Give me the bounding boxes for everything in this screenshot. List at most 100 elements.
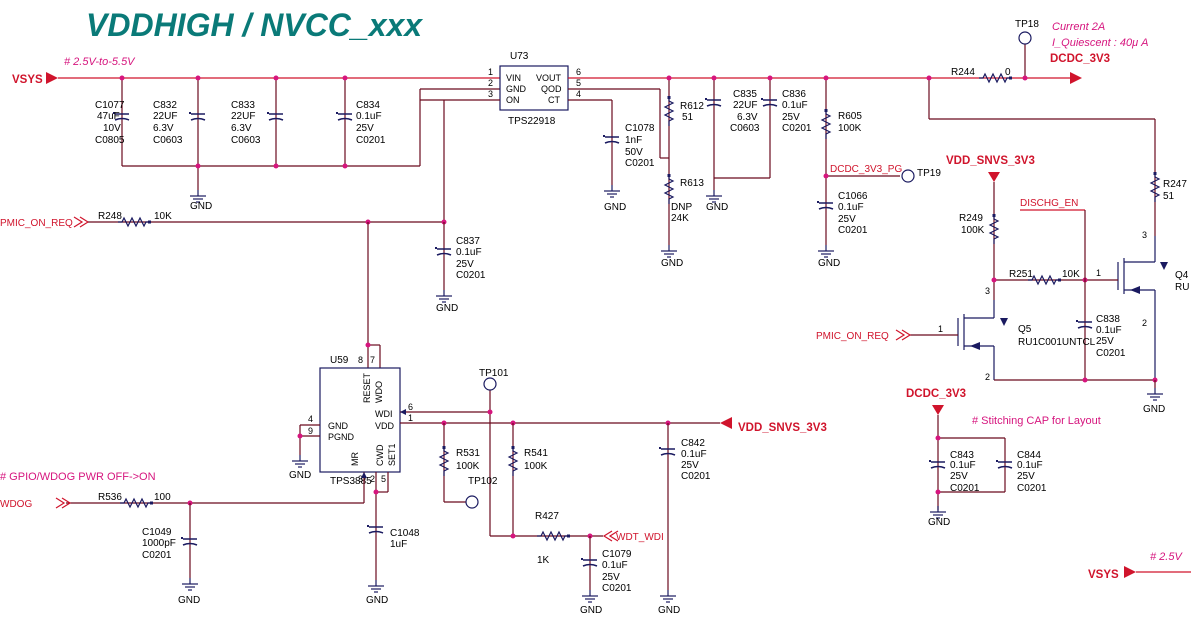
svg-text:25V: 25V (602, 572, 620, 583)
svg-text:25V: 25V (681, 460, 699, 471)
svg-text:2: 2 (370, 474, 375, 484)
svg-text:1: 1 (408, 413, 413, 423)
svg-text:1nF: 1nF (625, 135, 642, 146)
current-comment: Current 2A (1052, 21, 1105, 33)
svg-text:TP18: TP18 (1015, 19, 1039, 30)
svg-text:0.1uF: 0.1uF (456, 247, 482, 258)
gnd-label: GND (190, 201, 212, 212)
cap-c834: C834 0.1uF 25V C0201 (356, 100, 386, 146)
svg-text:0.1uF: 0.1uF (681, 449, 707, 460)
quiescent-comment: I_Quiescent : 40μ A (1052, 37, 1149, 49)
svg-text:4: 4 (576, 89, 581, 99)
svg-text:C0201: C0201 (625, 158, 655, 169)
svg-text:R249: R249 (959, 213, 983, 224)
svg-text:10V: 10V (103, 123, 121, 134)
testpoint-tp101[interactable] (483, 377, 497, 391)
svg-text:50V: 50V (625, 147, 643, 158)
stitching-comment: # Stitching CAP for Layout (972, 415, 1101, 427)
svg-text:0.1uF: 0.1uF (950, 460, 976, 471)
wdt-wdi-net-label: WDT_WDI (616, 532, 664, 543)
ic-u73: U73 TPS22918 VIN GND ON VOUT QOD CT 1 2 … (488, 51, 581, 127)
svg-text:C0201: C0201 (356, 135, 386, 146)
svg-text:0.1uF: 0.1uF (1096, 325, 1122, 336)
vsys-arrow-icon-b (1124, 566, 1136, 578)
svg-text:U59: U59 (330, 355, 349, 366)
svg-text:R244: R244 (951, 67, 975, 78)
svg-text:R247: R247 (1163, 179, 1187, 190)
resistor-r613: R613 DNP 24K (671, 178, 704, 224)
dcdc-arrow-icon-b (932, 405, 944, 415)
svg-text:GND: GND (818, 258, 840, 269)
svg-text:GND: GND (580, 605, 602, 616)
svg-text:6: 6 (408, 402, 413, 412)
svg-text:VIN: VIN (506, 73, 521, 83)
svg-text:C836: C836 (782, 89, 806, 100)
svg-text:C0201: C0201 (782, 123, 812, 134)
svg-text:3: 3 (985, 286, 990, 296)
svg-text:TP101: TP101 (479, 368, 509, 379)
resistor-r249: R249 100K (959, 213, 985, 236)
svg-text:RU1C001UNTCL: RU1C001UNTCL (1018, 337, 1096, 348)
svg-text:3: 3 (488, 89, 493, 99)
svg-text:GND: GND (604, 202, 626, 213)
cap-c1078: C1078 1nF 50V C0201 (625, 123, 655, 169)
svg-text:C832: C832 (153, 100, 177, 111)
svg-text:10K: 10K (1062, 269, 1080, 280)
svg-text:C1049: C1049 (142, 527, 172, 538)
svg-text:0.1uF: 0.1uF (602, 560, 628, 571)
svg-text:C0805: C0805 (95, 135, 125, 146)
svg-text:PGND: PGND (328, 432, 355, 442)
svg-text:GND: GND (328, 421, 349, 431)
svg-text:1: 1 (1096, 268, 1101, 278)
resistor-r531: R531 100K (456, 448, 480, 472)
svg-text:Q5: Q5 (1018, 324, 1032, 335)
svg-text:GND: GND (661, 258, 683, 269)
svg-text:25V: 25V (950, 471, 968, 482)
svg-text:24K: 24K (671, 213, 689, 224)
svg-text:GND: GND (506, 84, 527, 94)
resistor-r427: R427 1K (535, 511, 559, 566)
svg-text:3: 3 (358, 474, 363, 484)
svg-text:C0201: C0201 (838, 225, 868, 236)
svg-text:C0201: C0201 (1096, 348, 1126, 359)
svg-text:7: 7 (370, 355, 375, 365)
cap-c836: C836 0.1uF 25V C0201 (782, 89, 812, 134)
svg-text:C837: C837 (456, 236, 480, 247)
svg-text:TP102: TP102 (468, 476, 498, 487)
svg-text:C0603: C0603 (730, 123, 760, 134)
svg-text:WDO: WDO (374, 381, 384, 403)
resistor-r612: R612 51 (680, 101, 704, 123)
svg-text:51: 51 (1163, 191, 1175, 202)
svg-text:6.3V: 6.3V (153, 123, 174, 134)
svg-text:51: 51 (682, 112, 694, 123)
mosfet-q4: Q4 RU 3 2 1 (1096, 230, 1189, 380)
svg-text:GND: GND (928, 517, 950, 528)
svg-text:100K: 100K (838, 123, 862, 134)
dcdc-arrow-icon (1070, 72, 1082, 84)
svg-text:22UF: 22UF (231, 111, 255, 122)
svg-text:5: 5 (381, 474, 386, 484)
svg-text:MR: MR (350, 452, 360, 466)
svg-text:GND: GND (178, 595, 200, 606)
dcdc-net-label: DCDC_3V3 (1050, 53, 1110, 65)
vdd-snvs-net-label-b: VDD_SNVS_3V3 (738, 422, 827, 434)
cap-c835: C835 22UF 6.3V C0603 (730, 89, 760, 134)
svg-text:8: 8 (358, 355, 363, 365)
pmic-on-req-net-label: PMIC_ON_REQ (0, 218, 73, 229)
svg-text:2: 2 (1142, 318, 1147, 328)
svg-text:GND: GND (289, 470, 311, 481)
svg-text:C833: C833 (231, 100, 255, 111)
resistor-r248: R248 10K (98, 211, 172, 222)
svg-text:R248: R248 (98, 211, 122, 222)
svg-text:RU: RU (1175, 282, 1189, 293)
svg-text:TPS3885: TPS3885 (330, 476, 372, 487)
svg-text:2: 2 (985, 372, 990, 382)
vdd-snvs-arrow-icon-b (720, 417, 732, 429)
testpoint-tp102[interactable] (465, 495, 479, 509)
vsys-range-right-comment: # 2.5V (1150, 551, 1183, 563)
svg-text:100: 100 (154, 492, 171, 503)
testpoint-tp19[interactable] (901, 169, 915, 183)
svg-text:U73: U73 (510, 51, 529, 62)
dcdc-net-label-b: DCDC_3V3 (906, 388, 966, 400)
testpoint-tp18[interactable] (1018, 31, 1032, 45)
